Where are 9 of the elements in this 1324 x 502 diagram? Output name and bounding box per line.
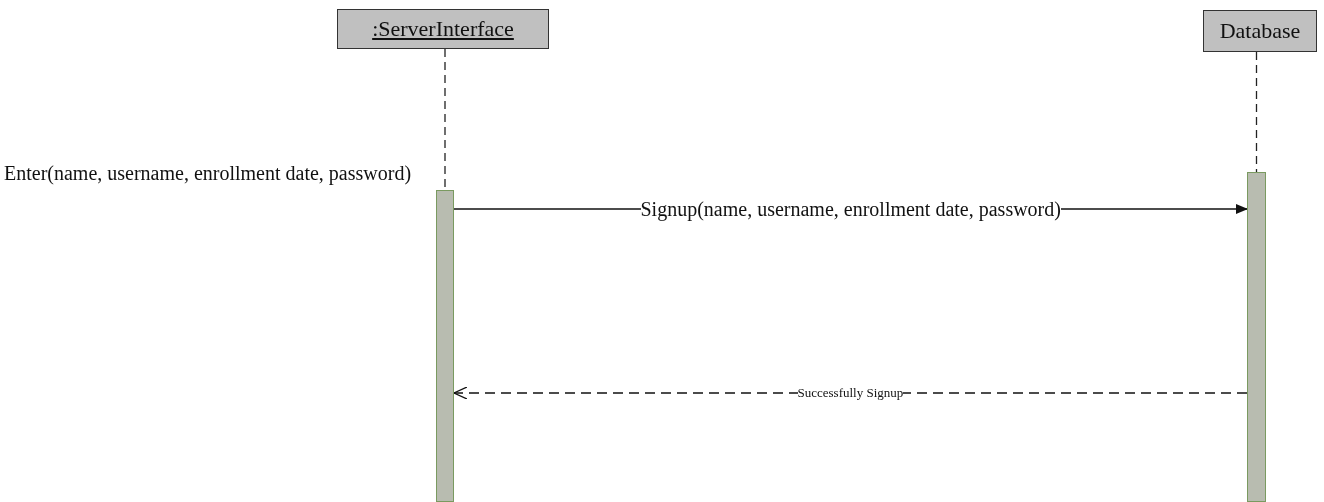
lifeline — [1255, 51, 1258, 173]
message-label: Signup(name, username, enrollment date, password) — [640, 198, 1061, 220]
participant-box: Database — [1203, 10, 1317, 52]
participant-box: :ServerInterface — [337, 9, 549, 49]
message-label: Successfully Signup — [797, 386, 904, 401]
message-label: Enter(name, username, enrollment date, password) — [4, 162, 412, 184]
return-message-arrow — [453, 386, 1248, 400]
activation-bar — [1247, 172, 1266, 502]
activation-bar — [436, 190, 454, 502]
